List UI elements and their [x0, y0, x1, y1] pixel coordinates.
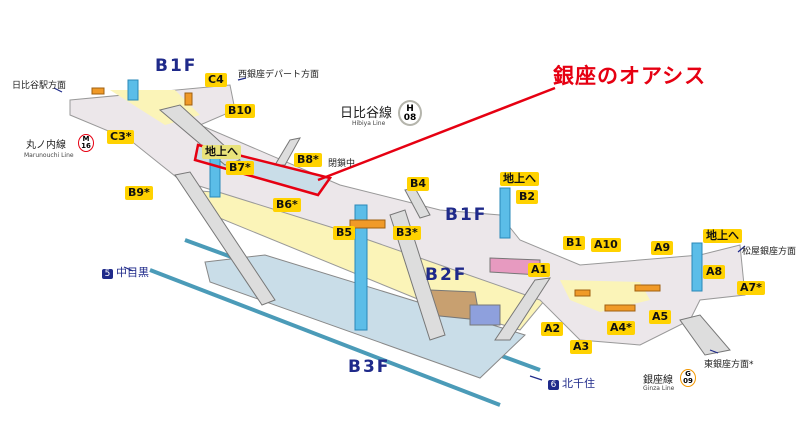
- direction-hibiya-station: 日比谷駅方面: [12, 81, 67, 91]
- stairs: [158, 104, 731, 356]
- marunouchi-line-sub: Marunouchi Line: [24, 152, 74, 159]
- exit-a7[interactable]: A7*: [737, 281, 765, 295]
- oasis-highlight-box: [193, 143, 333, 197]
- floor-label-b1f: B1F: [155, 56, 198, 76]
- exit-b10[interactable]: B10: [225, 104, 255, 118]
- ticket-gates: [91, 87, 661, 312]
- exit-a2[interactable]: A2: [541, 322, 564, 336]
- ginza-line-badge: G 09: [680, 369, 696, 387]
- exit-a1[interactable]: A1: [528, 263, 551, 277]
- hibiya-number: 08: [403, 113, 417, 123]
- exit-c3[interactable]: C3*: [107, 130, 135, 144]
- exit-b1[interactable]: B1: [563, 236, 586, 250]
- marunouchi-letter: M: [82, 135, 90, 143]
- exit-b8[interactable]: B8*: [294, 153, 322, 167]
- exit-a8[interactable]: A8: [703, 265, 726, 279]
- hibiya-line-sub: Hibiya Line: [352, 120, 386, 127]
- floor-label-b2f: B2F: [425, 265, 468, 285]
- direction-higashi-ginza: 東銀座方面*: [704, 360, 754, 370]
- marunouchi-line-badge: M 16: [78, 134, 94, 152]
- exit-to-ground-3[interactable]: 地上へ: [703, 229, 742, 243]
- exit-to-ground-1[interactable]: 地上へ: [202, 145, 241, 159]
- exit-b3[interactable]: B3*: [393, 226, 421, 240]
- ginza-letter: G: [685, 370, 691, 378]
- floor-label-b3f: B3F: [348, 357, 391, 377]
- exit-b6[interactable]: B6*: [273, 198, 301, 212]
- exit-b5[interactable]: B5: [333, 226, 356, 240]
- exit-a4[interactable]: A4*: [607, 321, 635, 335]
- exit-a9[interactable]: A9: [651, 241, 674, 255]
- exit-a10[interactable]: A10: [591, 238, 621, 252]
- exit-to-ground-2[interactable]: 地上へ: [500, 172, 539, 186]
- exit-b4[interactable]: B4: [407, 177, 430, 191]
- destination-number: 6: [548, 380, 559, 390]
- elevators: [127, 79, 703, 331]
- hibiya-line-badge: H 08: [398, 100, 422, 126]
- floor-label-b1f: B1F: [445, 205, 488, 225]
- marunouchi-line-name: 丸ノ内線: [26, 140, 66, 151]
- exit-a5[interactable]: A5: [649, 310, 672, 324]
- ginza-number: 09: [683, 377, 693, 385]
- direction-matsuya: 松屋銀座方面: [742, 247, 797, 257]
- destination-number: 5: [102, 269, 113, 279]
- hibiya-letter: H: [406, 104, 414, 114]
- exit-b2[interactable]: B2: [516, 190, 539, 204]
- destination-label: 中目黒: [116, 266, 149, 279]
- hibiya-line-name: 日比谷線: [340, 106, 393, 121]
- exit-b9[interactable]: B9*: [125, 186, 153, 200]
- closed-note: 閉鎖中: [328, 159, 356, 169]
- exit-a3[interactable]: A3: [570, 340, 593, 354]
- direction-nishi-ginza: 西銀座デパート方面: [238, 70, 320, 80]
- exit-c4[interactable]: C4: [205, 73, 227, 87]
- ginza-line-name: 銀座線: [643, 375, 673, 386]
- ginza-line-sub: Ginza Line: [643, 385, 675, 392]
- oasis-callout-line: [317, 86, 556, 182]
- exit-b7[interactable]: B7*: [226, 161, 254, 175]
- oasis-callout-title: 銀座のオアシス: [553, 64, 707, 88]
- destination-label: 北千住: [562, 377, 595, 390]
- direction-arrows: [53, 77, 746, 381]
- marunouchi-number: 16: [81, 142, 91, 150]
